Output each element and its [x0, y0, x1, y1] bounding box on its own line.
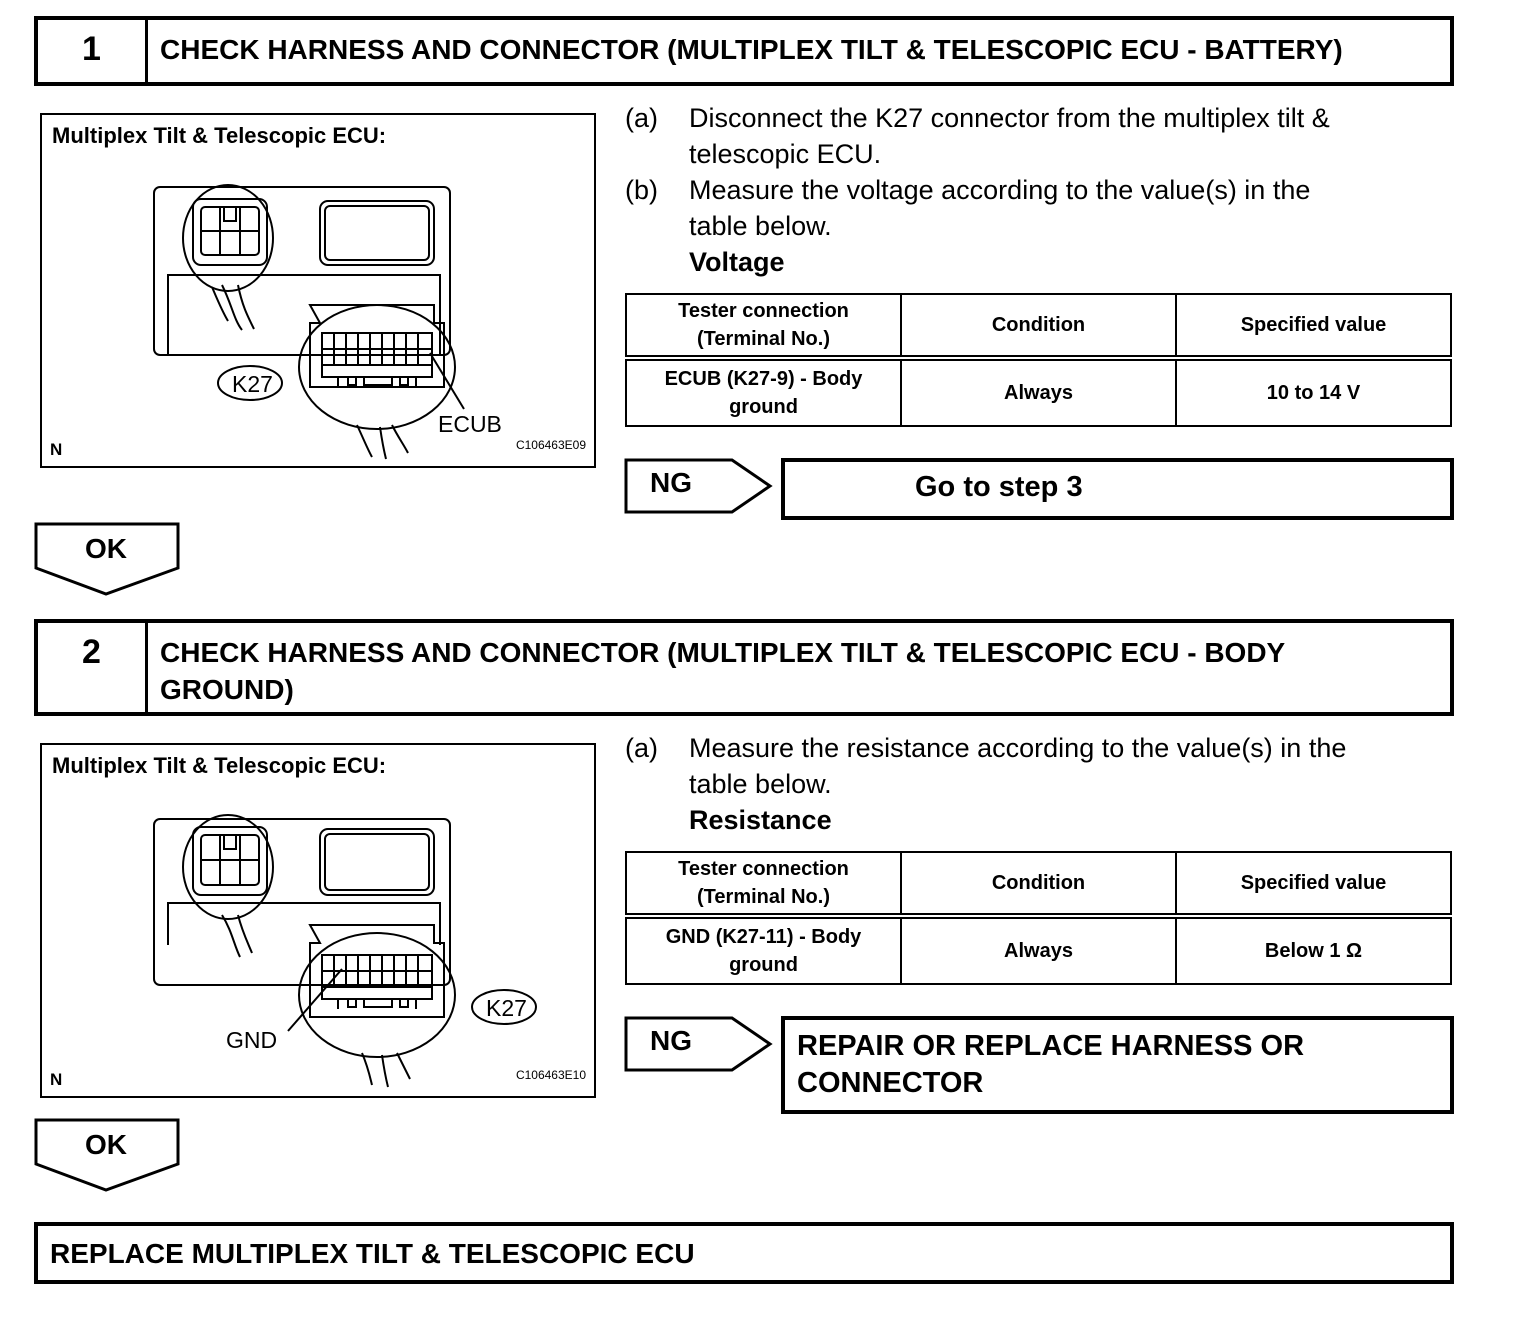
ng-action-text: REPAIR OR REPLACE HARNESS OR CONNECTOR: [797, 1030, 1305, 1099]
table-header-cell: Specified value: [1175, 293, 1452, 361]
ng-arrow-tag: NG: [624, 1016, 774, 1074]
step-1-instructions: (a) Disconnect the K27 connector from th…: [625, 100, 1445, 280]
terminal-label: GND: [226, 1027, 277, 1053]
ok-label: OK: [85, 1129, 127, 1160]
connector-label: K27: [232, 371, 273, 397]
voltage-table: Tester connection (Terminal No.) Conditi…: [625, 293, 1452, 427]
table-header-cell: Tester connection (Terminal No.): [625, 293, 902, 361]
illustration-code: C106463E10: [515, 1068, 586, 1082]
step-title: CHECK HARNESS AND CONNECTOR (MULTIPLEX T…: [160, 637, 1285, 705]
ecu-connector-drawing: K27 GND: [153, 814, 537, 1088]
table-header-cell: Condition: [900, 293, 1177, 361]
illustration-code: C106463E09: [515, 438, 586, 452]
table-header-cell: Tester connection (Terminal No.): [625, 851, 902, 919]
table-cell: ECUB (K27-9) - Body ground: [625, 357, 902, 427]
step-title: CHECK HARNESS AND CONNECTOR (MULTIPLEX T…: [160, 34, 1343, 65]
corner-mark: N: [50, 1070, 63, 1089]
table-row: ECUB (K27-9) - Body ground Always 10 to …: [625, 357, 1452, 427]
ok-arrow-tag: OK: [34, 1118, 180, 1194]
step-number: 1: [38, 20, 148, 82]
ng-action-box: Go to step 3: [781, 458, 1454, 520]
ecu-connector-drawing: K27 ECUB: [153, 184, 502, 460]
final-step-box: REPLACE MULTIPLEX TILT & TELESCOPIC ECU: [34, 1222, 1454, 1284]
connector-illustration: Multiplex Tilt & Telescopic ECU:: [40, 113, 596, 468]
table-header-cell: Condition: [900, 851, 1177, 919]
table-heading: Voltage: [689, 247, 785, 277]
table-header-cell: Specified value: [1175, 851, 1452, 919]
table-cell: Always: [900, 357, 1177, 427]
resistance-table: Tester connection (Terminal No.) Conditi…: [625, 851, 1452, 985]
ok-arrow-tag: OK: [34, 522, 180, 598]
table-cell: GND (K27-11) - Body ground: [625, 915, 902, 985]
table-cell: Always: [900, 915, 1177, 985]
illustration-caption: Multiplex Tilt & Telescopic ECU:: [52, 753, 387, 778]
ng-label: NG: [650, 467, 692, 498]
ng-action-box: REPAIR OR REPLACE HARNESS OR CONNECTOR: [781, 1016, 1454, 1114]
step-number: 2: [38, 623, 148, 712]
table-cell: Below 1 Ω: [1175, 915, 1452, 985]
illustration-caption: Multiplex Tilt & Telescopic ECU:: [52, 123, 387, 148]
connector-label: K27: [486, 995, 527, 1021]
ng-label: NG: [650, 1025, 692, 1056]
table-heading: Resistance: [689, 805, 832, 835]
final-step-text: REPLACE MULTIPLEX TILT & TELESCOPIC ECU: [50, 1238, 695, 1269]
ng-arrow-tag: NG: [624, 458, 774, 516]
ng-action-text: Go to step 3: [915, 471, 1083, 503]
step-2-instructions: (a) Measure the resistance according to …: [625, 730, 1455, 838]
step-1-header: 1 CHECK HARNESS AND CONNECTOR (MULTIPLEX…: [34, 16, 1454, 86]
table-cell: 10 to 14 V: [1175, 357, 1452, 427]
table-row: GND (K27-11) - Body ground Always Below …: [625, 915, 1452, 985]
instruction-a: (a) Disconnect the K27 connector from th…: [625, 103, 1330, 169]
instruction-a: (a) Measure the resistance according to …: [625, 733, 1347, 799]
corner-mark: N: [50, 440, 63, 459]
ok-label: OK: [85, 533, 127, 564]
step-2-header: 2 CHECK HARNESS AND CONNECTOR (MULTIPLEX…: [34, 619, 1454, 716]
terminal-label: ECUB: [438, 411, 502, 437]
instruction-b: (b) Measure the voltage according to the…: [625, 175, 1311, 241]
connector-illustration: Multiplex Tilt & Telescopic ECU:: [40, 743, 596, 1098]
